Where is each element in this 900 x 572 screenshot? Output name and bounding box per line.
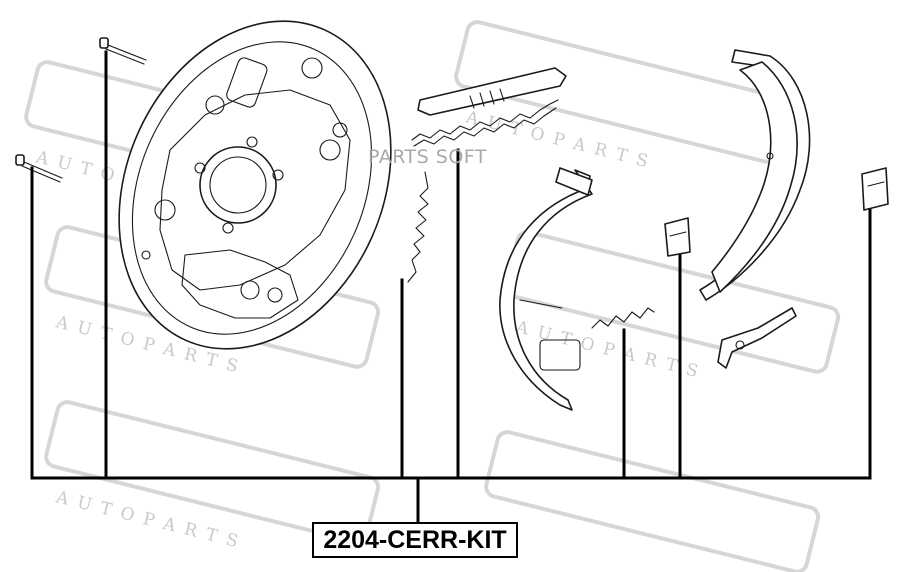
source-watermark-label: PARTS SOFT: [368, 146, 487, 168]
shoe-retainer-clip-right: [861, 167, 889, 211]
brake-adjuster: [417, 67, 567, 116]
leader-lines: [30, 50, 872, 524]
watermark-tagline: A U T O P A R T S: [513, 317, 702, 382]
adjuster-lever: [717, 307, 797, 369]
watermark-febest: [484, 430, 821, 572]
brake-shoe-right: [699, 49, 811, 301]
shoe-spring-vertical: [407, 171, 429, 283]
part-number-box: 2204-CERR-KIT: [312, 522, 518, 558]
watermark-febest: A U T O P A R T S: [454, 20, 791, 172]
brake-shoe-left: [499, 167, 593, 411]
upper-return-spring: [411, 99, 559, 147]
brake-backing-plate: [118, 20, 392, 350]
shoe-retainer-clip-center: [664, 217, 691, 257]
part-number-label: 2204-CERR-KIT: [323, 525, 507, 554]
watermark-tagline: A U T O P A R T S: [53, 487, 242, 552]
lower-return-spring: [591, 307, 655, 329]
hold-down-pin-upper: [99, 37, 147, 65]
hold-down-pin-lower: [15, 154, 63, 183]
watermark-tagline: A U T O P A R T S: [463, 107, 652, 172]
